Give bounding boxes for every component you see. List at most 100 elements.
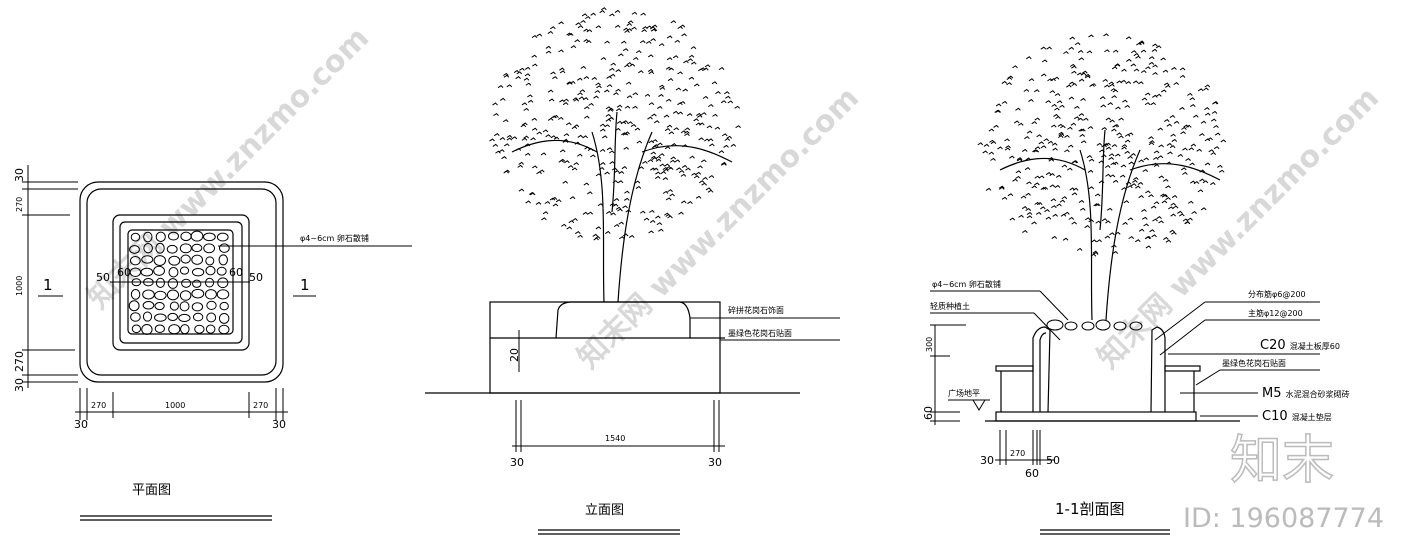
leaf-mark: [1210, 182, 1216, 186]
leaf-mark: [1152, 43, 1158, 47]
leaf-mark: [1125, 36, 1132, 40]
leaf-mark: [516, 71, 523, 75]
leaf-mark: [1204, 107, 1210, 111]
leaf-mark: [492, 143, 499, 147]
tree-illustration: [489, 7, 741, 303]
leaf-mark: [1098, 160, 1105, 164]
leaf-mark: [634, 127, 641, 131]
leaf-mark: [614, 9, 621, 13]
leaf-mark: [1108, 81, 1115, 85]
leaf-mark: [599, 123, 606, 127]
leaf-mark: [606, 210, 612, 214]
leaf-mark: [638, 166, 645, 170]
leaf-mark: [1148, 142, 1155, 146]
leaf-mark: [622, 205, 628, 209]
leaf-mark: [585, 40, 592, 44]
leaf-mark: [580, 19, 586, 24]
leaf-mark: [609, 161, 616, 165]
leaf-mark: [1165, 239, 1172, 243]
leaf-mark: [1051, 235, 1058, 239]
leaf-mark: [1040, 206, 1046, 210]
leaf-mark: [1187, 92, 1193, 96]
leaf-mark: [1056, 203, 1062, 207]
leaf-mark: [1077, 49, 1084, 53]
leaf-mark: [503, 74, 510, 78]
leaf-mark: [698, 137, 705, 141]
leaf-mark: [594, 89, 601, 94]
leaf-mark: [531, 127, 538, 131]
leaf-mark: [1155, 45, 1162, 49]
leaf-mark: [695, 171, 702, 175]
leaf-mark: [649, 219, 656, 223]
plan-title: 平面图: [132, 483, 171, 498]
leaf-mark: [623, 197, 630, 201]
leaf-mark: [667, 78, 674, 82]
leaf-mark: [693, 83, 700, 87]
leaf-mark: [506, 137, 513, 141]
leaf-mark: [616, 104, 623, 108]
leaf-mark: [693, 118, 699, 122]
leaf-mark: [1116, 132, 1122, 136]
leaf-mark: [1165, 161, 1172, 165]
leaf-mark: [1062, 237, 1069, 241]
leaf-mark: [1076, 247, 1083, 251]
leaf-mark: [635, 50, 642, 54]
leaf-mark: [1012, 65, 1018, 69]
leaf-mark: [1111, 244, 1117, 248]
leaf-mark: [1016, 158, 1023, 162]
leaf-mark: [593, 95, 599, 99]
leaf-mark: [1113, 123, 1120, 128]
leaf-mark: [998, 186, 1005, 190]
leaf-mark: [1162, 178, 1169, 182]
leaf-mark: [1190, 180, 1196, 184]
leaf-mark: [1036, 134, 1042, 138]
leaf-mark: [718, 66, 725, 71]
leaf-mark: [1060, 213, 1067, 217]
leaf-mark: [549, 197, 556, 201]
leaf-mark: [1025, 56, 1032, 60]
leaf-mark: [725, 95, 731, 99]
leaf-mark: [703, 67, 709, 71]
leaf-mark: [1070, 122, 1077, 126]
leaf-mark: [1122, 99, 1128, 103]
leaf-mark: [527, 99, 534, 103]
leaf-mark: [712, 113, 718, 117]
leaf-mark: [718, 150, 725, 154]
leaf-mark: [582, 135, 589, 139]
leaf-mark: [566, 122, 572, 126]
leaf-mark: [1024, 136, 1030, 140]
leaf-mark: [667, 189, 673, 193]
leaf-mark: [687, 58, 693, 62]
leaf-mark: [735, 125, 741, 129]
leaf-mark: [681, 33, 687, 37]
leaf-mark: [667, 167, 674, 171]
leaf-mark: [501, 156, 507, 160]
leaf-mark: [1071, 82, 1078, 87]
leaf-mark: [1111, 128, 1117, 132]
pebbles: [128, 230, 230, 335]
leaf-mark: [1004, 147, 1011, 151]
leaf-mark: [1104, 235, 1111, 239]
leaf-mark: [1004, 138, 1010, 142]
svg-text:广场地平: 广场地平: [948, 388, 980, 398]
leaf-mark: [558, 49, 564, 53]
elevation-view: 碎拼花岗石饰面 墨绿色花岗石贴面 20 1540 30 30 立面图: [425, 7, 840, 535]
leaf-mark: [1156, 216, 1162, 220]
watermark-id: ID: 196087774: [1183, 503, 1384, 534]
leaf-mark: [636, 140, 643, 144]
leaf-mark: [1094, 203, 1101, 207]
leaf-mark: [1047, 140, 1054, 144]
leaf-mark: [1152, 71, 1158, 76]
leaf-mark: [606, 75, 612, 79]
leaf-mark: [1092, 251, 1099, 255]
leaf-mark: [627, 121, 633, 125]
leaf-mark: [628, 234, 635, 238]
leaf-mark: [1069, 36, 1076, 40]
leaf-mark: [1177, 210, 1183, 214]
leaf-mark: [1165, 197, 1171, 201]
leaf-mark: [1056, 100, 1063, 104]
leaf-mark: [1105, 146, 1112, 150]
leaf-mark: [524, 73, 531, 77]
leaf-mark: [1108, 153, 1115, 157]
leaf-mark: [1045, 100, 1052, 104]
